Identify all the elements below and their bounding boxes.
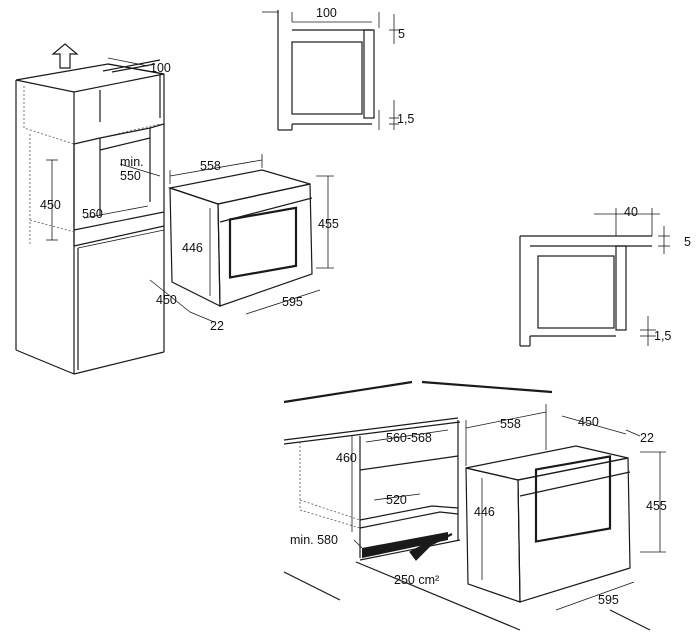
- niche-450-label: 450: [40, 198, 61, 212]
- detail-flush-side: 40 5 1,5: [519, 205, 691, 347]
- niche-560-label: 560: [82, 207, 103, 221]
- oven-bottom-view: 558 450 22 446 455 595: [465, 404, 667, 611]
- oven1-595-label: 595: [282, 295, 303, 309]
- top-100-label: 100: [150, 61, 171, 75]
- detail2-5-label: 5: [684, 235, 691, 249]
- detail1-5-label: 5: [398, 27, 405, 41]
- niche-550-label: 550: [120, 169, 141, 183]
- oven2-446-label: 446: [474, 505, 495, 519]
- detail2-1-5-label: 1,5: [654, 329, 671, 343]
- oven2-22-label: 22: [640, 431, 654, 445]
- detail2-40-label: 40: [624, 205, 638, 219]
- niche-min-label: min.: [120, 155, 144, 169]
- oven2-450-label: 450: [578, 415, 599, 429]
- under-counter-cabinet: 560-568 460 520 min. 580 250 cm²: [283, 380, 651, 631]
- under-520-label: 520: [386, 493, 407, 507]
- detail-top-flush: 100 5 1,5: [262, 6, 414, 131]
- oven1-455-label: 455: [318, 217, 339, 231]
- oven2-558-label: 558: [500, 417, 521, 431]
- oven2-455-label: 455: [646, 499, 667, 513]
- tall-cabinet: 100 min. 550 450 560: [15, 43, 171, 375]
- oven1-446-label: 446: [182, 241, 203, 255]
- under-min-580-label: min. 580: [290, 533, 338, 547]
- oven1-22-label: 22: [210, 319, 224, 333]
- vent-area-label: 250 cm²: [394, 573, 439, 587]
- detail1-1-5-label: 1,5: [397, 112, 414, 126]
- detail1-100-label: 100: [316, 6, 337, 20]
- oven-top-view: 558 455 446 450 595 22: [149, 154, 339, 333]
- oven2-595-label: 595: [598, 593, 619, 607]
- oven1-450-label: 450: [156, 293, 177, 307]
- under-460-label: 460: [336, 451, 357, 465]
- oven1-558-label: 558: [200, 159, 221, 173]
- under-560-568-label: 560-568: [386, 431, 432, 445]
